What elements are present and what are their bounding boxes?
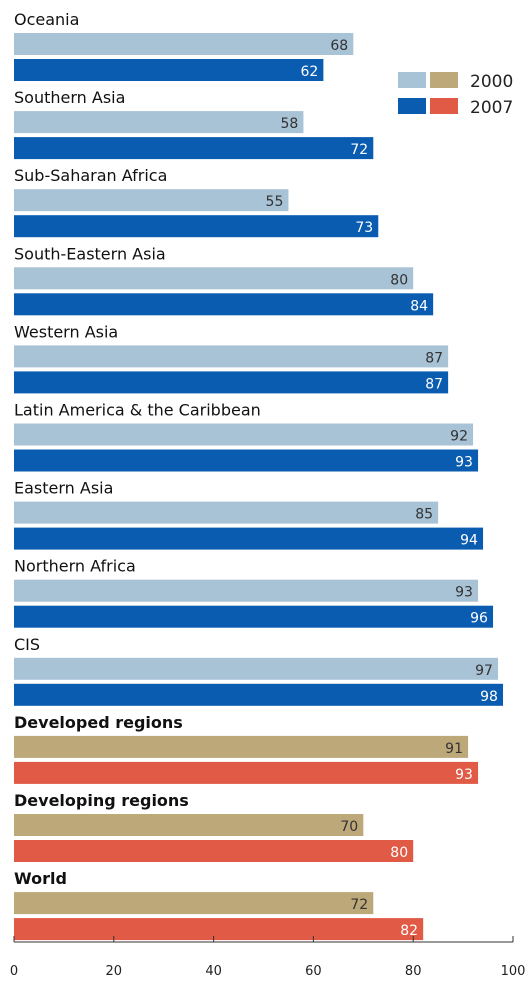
data-label: 87 [425, 350, 443, 366]
data-label: 94 [460, 533, 478, 549]
category-label: World [14, 869, 67, 888]
bar-2007 [14, 683, 504, 706]
x-axis: 0 20 40 60 80 100 [10, 936, 526, 979]
legend-label: 2000 [470, 72, 513, 92]
data-label: 82 [400, 923, 418, 939]
bar-2007 [14, 137, 374, 160]
bar-2000 [14, 657, 499, 680]
category-group: CIS 97 98 [14, 635, 504, 706]
legend-swatch [398, 72, 426, 88]
bar-2000 [14, 892, 374, 915]
bar-2007 [14, 449, 479, 472]
bar-2000 [14, 814, 364, 836]
data-label: 80 [390, 272, 408, 288]
bar-2000 [14, 111, 304, 134]
bar-2007 [14, 293, 434, 316]
bar-2000 [14, 267, 414, 290]
bar-2000 [14, 423, 474, 446]
category-group: Northern Africa 93 96 [14, 557, 494, 628]
bar-2007 [14, 840, 414, 862]
x-tick-label: 60 [305, 964, 322, 979]
category-label: Western Asia [14, 322, 118, 341]
category-label: Eastern Asia [14, 479, 113, 498]
data-label: 93 [455, 455, 473, 471]
data-label: 55 [266, 194, 284, 210]
data-label: 58 [281, 116, 299, 132]
category-label: Northern Africa [14, 557, 136, 576]
bar-2000 [14, 735, 469, 758]
data-label: 72 [350, 142, 368, 158]
category-group: Sub-Saharan Africa 55 73 [14, 166, 379, 238]
legend-swatch [430, 72, 458, 88]
bar-2007 [14, 59, 324, 81]
bar-2007 [14, 605, 494, 628]
category-group: Latin America & the Caribbean 92 93 [14, 401, 479, 472]
data-label: 93 [455, 767, 473, 783]
legend-label: 2007 [470, 98, 513, 118]
x-tick-label: 20 [106, 964, 123, 979]
category-label: Developing regions [14, 791, 189, 810]
data-label: 93 [455, 585, 473, 601]
data-label: 91 [445, 741, 463, 757]
data-label: 84 [410, 298, 428, 314]
data-label: 87 [425, 376, 443, 392]
category-group: Eastern Asia 85 94 [14, 479, 484, 550]
bar-2000 [14, 579, 479, 602]
x-tick-label: 0 [10, 964, 18, 979]
bar-2007 [14, 918, 424, 941]
data-label: 72 [350, 897, 368, 913]
legend-swatch [398, 98, 426, 114]
legend-swatch [430, 98, 458, 114]
category-label: Oceania [14, 10, 79, 29]
category-label: CIS [14, 635, 40, 654]
bar-2007 [14, 371, 449, 394]
data-label: 85 [415, 507, 433, 523]
bar-2007 [14, 215, 379, 238]
legend: 2000 2007 [398, 72, 513, 118]
category-group: World 72 82 [14, 869, 424, 941]
bar-2000 [14, 33, 354, 55]
category-group: Western Asia 87 87 [14, 322, 449, 394]
x-tick-label: 80 [405, 964, 422, 979]
category-label: Sub-Saharan Africa [14, 166, 167, 185]
bar-2000 [14, 501, 439, 524]
data-label: 92 [450, 429, 468, 445]
bar-2000 [14, 345, 449, 368]
data-label: 70 [340, 819, 358, 835]
category-label: Southern Asia [14, 88, 125, 107]
bar-2000 [14, 189, 289, 212]
data-label: 98 [480, 689, 498, 705]
category-group: Southern Asia 58 72 [14, 88, 374, 160]
category-group: Developing regions 70 80 [14, 791, 414, 862]
x-tick-label: 40 [205, 964, 222, 979]
category-label: Latin America & the Caribbean [14, 401, 261, 420]
data-label: 68 [330, 38, 348, 54]
data-label: 80 [390, 845, 408, 861]
data-label: 62 [300, 64, 318, 80]
category-group: Developed regions 91 93 [14, 713, 479, 784]
x-tick-label: 100 [501, 964, 526, 979]
bar-2007 [14, 527, 484, 550]
data-label: 96 [470, 611, 488, 627]
category-label: Developed regions [14, 713, 183, 732]
data-label: 97 [475, 663, 493, 679]
category-group: Oceania 68 62 [14, 10, 354, 81]
data-label: 73 [355, 220, 373, 236]
bar-2007 [14, 761, 479, 784]
category-label: South-Eastern Asia [14, 244, 166, 263]
